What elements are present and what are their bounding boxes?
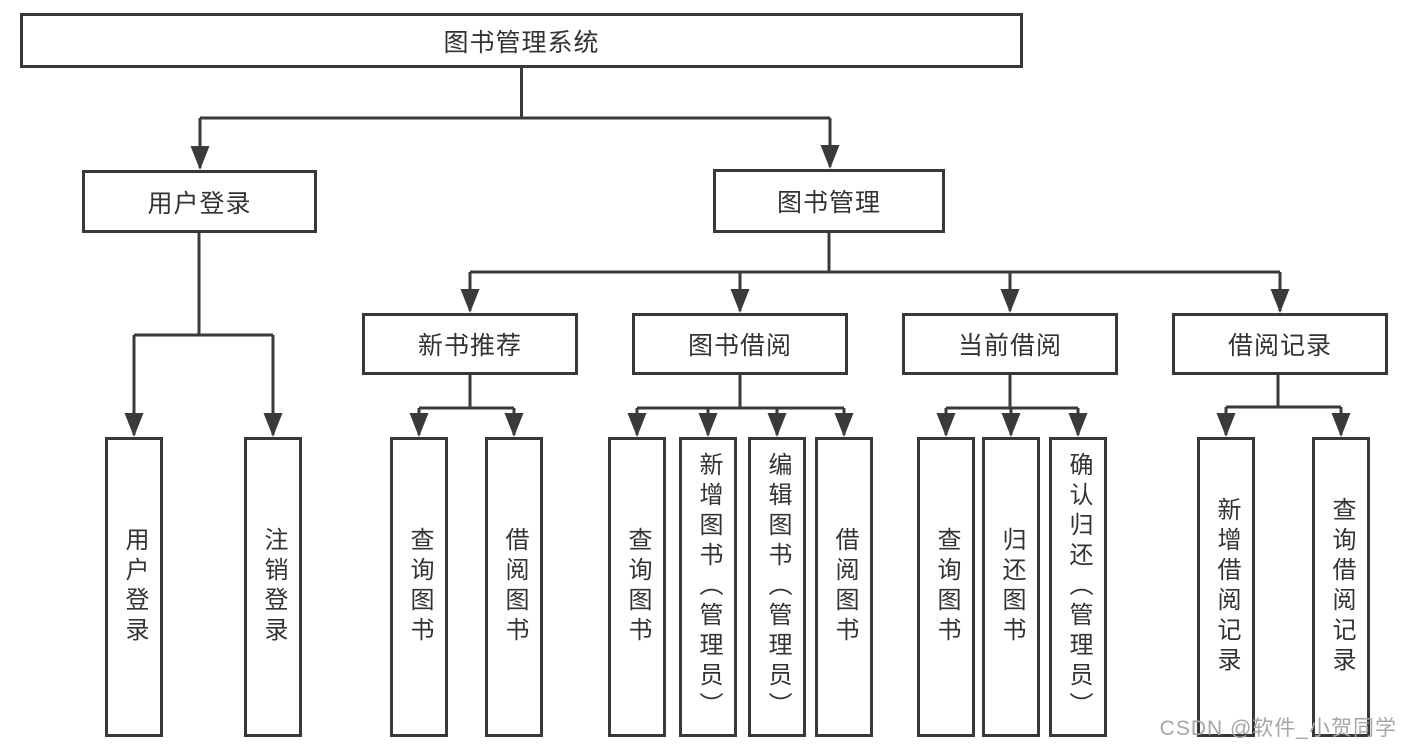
leaf-logout: 注销登录 — [244, 437, 302, 737]
connector-user-login-children — [132, 233, 275, 435]
arrow-down-icon — [936, 413, 956, 437]
arrow-down-icon — [1216, 413, 1236, 437]
leaf-label: 归还图书 — [998, 527, 1025, 647]
arrow-down-icon — [767, 413, 787, 437]
arrow-down-icon — [1000, 289, 1020, 313]
node-label: 图书借阅 — [687, 332, 792, 360]
node-borrow-record: 借阅记录 — [1172, 313, 1388, 375]
arrow-down-icon — [1068, 413, 1088, 437]
node-library-management-system: 图书管理系统 — [20, 13, 1023, 68]
node-new-book-recommend: 新书推荐 — [362, 313, 578, 375]
leaf-label: 新增借阅记录 — [1213, 497, 1240, 677]
node-label: 用户登录 — [147, 189, 252, 218]
csdn-watermark: CSDN @软件_小贺同学 — [1159, 717, 1397, 740]
node-user-login: 用户登录 — [82, 170, 317, 233]
leaf-add-borrow-record: 新增借阅记录 — [1197, 437, 1255, 737]
leaf-label: 注销登录 — [260, 527, 287, 647]
arrow-down-icon — [263, 413, 283, 437]
leaf-label: 查询图书 — [624, 527, 651, 647]
arrow-down-icon — [627, 413, 647, 437]
arrow-down-icon — [1001, 413, 1021, 437]
leaf-label: 借阅图书 — [501, 527, 528, 647]
node-book-borrow: 图书借阅 — [632, 313, 848, 375]
node-label: 借阅记录 — [1227, 332, 1332, 360]
arrow-down-icon — [1270, 289, 1290, 313]
leaf-add-book-admin: 新增图书（管理员） — [679, 437, 737, 737]
leaf-label: 用户登录 — [121, 527, 148, 647]
leaf-query-book-3: 查询图书 — [917, 437, 975, 737]
arrow-down-icon — [504, 413, 524, 437]
arrow-down-icon — [834, 413, 854, 437]
node-label: 图书管理 — [776, 189, 881, 217]
leaf-query-book-2: 查询图书 — [608, 437, 666, 737]
leaf-label: 编辑图书（管理员） — [764, 452, 791, 722]
connector-book-borrow-children — [635, 374, 846, 435]
node-label: 新书推荐 — [417, 332, 522, 360]
leaf-query-book-1: 查询图书 — [390, 437, 448, 737]
leaf-query-borrow-record: 查询借阅记录 — [1312, 437, 1370, 737]
arrowheads — [124, 145, 1351, 437]
connector-root-to-level2 — [198, 68, 832, 168]
arrow-down-icon — [190, 146, 210, 170]
leaf-label: 新增图书（管理员） — [695, 452, 722, 722]
arrow-down-icon — [409, 413, 429, 437]
leaf-borrow-book-2: 借阅图书 — [815, 437, 873, 737]
connector-borrow-record-children — [1224, 374, 1343, 435]
connector-new-book-children — [417, 374, 516, 435]
leaf-edit-book-admin: 编辑图书（管理员） — [748, 437, 806, 737]
connector-book-mgmt-children — [468, 233, 1282, 311]
arrow-down-icon — [460, 289, 480, 313]
node-current-borrow: 当前借阅 — [902, 313, 1118, 375]
arrow-down-icon — [124, 413, 144, 437]
leaf-label: 借阅图书 — [831, 527, 858, 647]
node-label: 当前借阅 — [957, 332, 1062, 360]
leaf-label: 确认归还（管理员） — [1065, 452, 1092, 722]
arrow-down-icon — [730, 289, 750, 313]
leaf-confirm-return-admin: 确认归还（管理员） — [1049, 437, 1107, 737]
arrow-down-icon — [698, 413, 718, 437]
node-book-management: 图书管理 — [713, 169, 945, 233]
leaf-label: 查询借阅记录 — [1328, 497, 1355, 677]
arrow-down-icon — [1331, 413, 1351, 437]
leaf-user-login: 用户登录 — [105, 437, 163, 737]
leaf-borrow-book-1: 借阅图书 — [485, 437, 543, 737]
arrow-down-icon — [820, 145, 840, 169]
leaf-return-book: 归还图书 — [982, 437, 1040, 737]
leaf-label: 查询图书 — [933, 527, 960, 647]
leaf-label: 查询图书 — [406, 527, 433, 647]
node-label: 图书管理系统 — [443, 28, 600, 57]
